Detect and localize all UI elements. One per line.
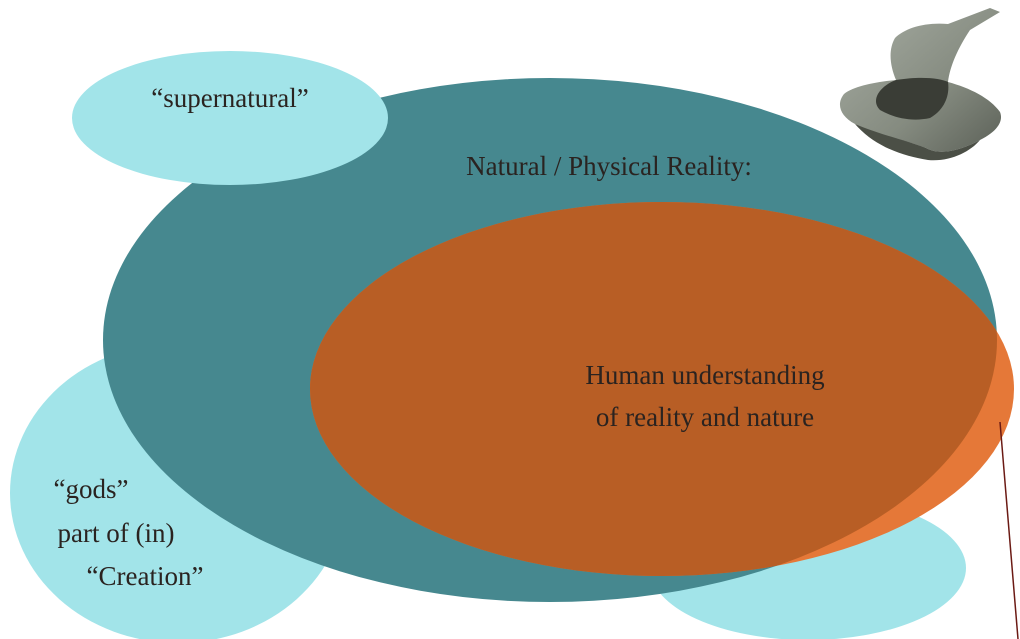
pointer-line <box>999 421 1019 639</box>
wizard-hat-icon <box>839 8 1002 161</box>
natural-reality-label: Natural / Physical Reality: <box>466 151 752 181</box>
supernatural-label: “supernatural” <box>151 83 308 113</box>
supernatural-ellipse <box>72 51 388 185</box>
gods-label-line1: “gods” <box>54 474 129 504</box>
gods-label-line3: “Creation” <box>87 561 204 591</box>
gods-label-line2: part of (in) <box>58 518 175 548</box>
human-understanding-overlap <box>310 202 997 576</box>
human-understanding-label-line1: Human understanding <box>585 360 824 390</box>
human-understanding-label-line2: of reality and nature <box>596 402 814 432</box>
